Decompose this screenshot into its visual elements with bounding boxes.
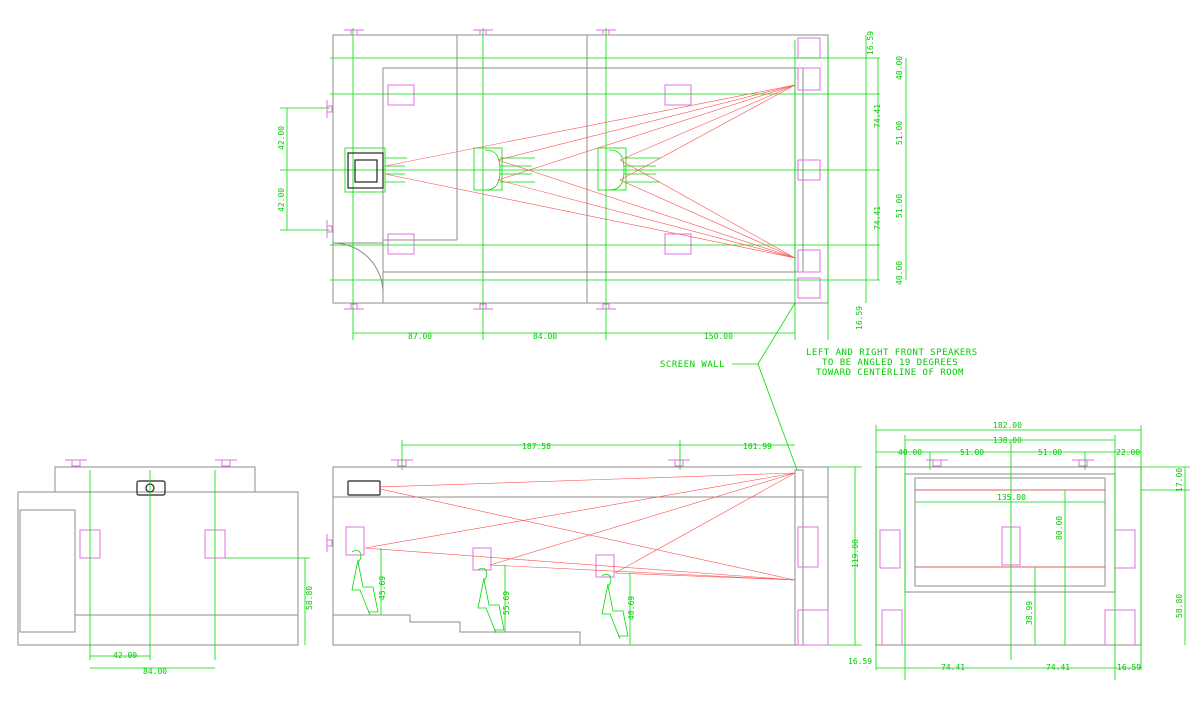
rear-elevation: 42.00 84.00 58.80 <box>17 459 314 676</box>
plan-dim-84: 84.00 <box>533 332 557 341</box>
front-dim-22: 22.00 <box>1116 448 1140 457</box>
front-dim-sill: 38.99 <box>1025 601 1034 625</box>
side-dim-height: 119.00 <box>851 539 860 568</box>
plan-dim-51-top: 51.00 <box>895 121 904 145</box>
front-dim-138: 138.00 <box>993 436 1022 445</box>
front-dim-bottom-right: 74.41 <box>1046 663 1070 672</box>
rear-dim-height: 58.80 <box>305 586 314 610</box>
plan-dim-40-top: 40.00 <box>895 56 904 80</box>
plan-dim-right-bottom: 16.59 <box>855 306 864 330</box>
front-elevation: 182.00 138.00 40.00 51.00 51.00 22.00 17… <box>848 421 1190 680</box>
front-dim-182: 182.00 <box>993 421 1022 430</box>
side-dim-top-small: 101.99 <box>743 442 772 451</box>
front-dim-side: 58.80 <box>1175 594 1184 618</box>
front-dim-17: 17.00 <box>1175 468 1184 492</box>
speaker-note-line-2: TO BE ANGLED 19 DEGREES <box>822 358 958 368</box>
plan-dim-left-top: 42.00 <box>277 126 286 150</box>
front-dim-screen-width: 135.00 <box>997 493 1026 502</box>
rear-dim-84: 84.00 <box>143 667 167 676</box>
front-dim-screen-height: 80.00 <box>1055 516 1064 540</box>
speaker-note-line-1: LEFT AND RIGHT FRONT SPEAKERS <box>806 348 978 358</box>
front-dim-corner-right: 16.59 <box>1117 663 1141 672</box>
side-dim-top: 187.58 <box>522 442 551 451</box>
plan-dim-left-bottom: 42.00 <box>277 188 286 212</box>
plan-dim-74-top: 74.41 <box>873 104 882 128</box>
speaker-note-line-3: TOWARD CENTERLINE OF ROOM <box>816 368 964 378</box>
screen-wall-label: SCREEN WALL <box>660 360 725 370</box>
side-section: 187.58 101.99 119.00 45.69 55.69 40.69 <box>326 440 862 646</box>
plan-dim-right-top: 16.59 <box>866 31 875 55</box>
plan-dim-87: 87.00 <box>408 332 432 341</box>
front-dim-40: 40.00 <box>898 448 922 457</box>
side-eye-3: 40.69 <box>627 596 636 620</box>
plan-dim-51-bottom: 51.00 <box>895 194 904 218</box>
annotations: SCREEN WALL LEFT AND RIGHT FRONT SPEAKER… <box>660 302 978 471</box>
plan-dim-74-bottom: 74.41 <box>873 206 882 230</box>
plan-dim-150: 150.00 <box>704 332 733 341</box>
plan-dim-40-bottom: 40.00 <box>895 261 904 285</box>
front-dim-bottom-left: 74.41 <box>941 663 965 672</box>
side-eye-2: 55.69 <box>502 591 511 615</box>
rear-dim-42: 42.00 <box>113 651 137 660</box>
side-eye-1: 45.69 <box>378 576 387 600</box>
front-dim-51a: 51.00 <box>960 448 984 457</box>
front-dim-51b: 51.00 <box>1038 448 1062 457</box>
front-dim-corner-left: 16.59 <box>848 657 872 666</box>
plan-view: 87.00 84.00 150.00 42.00 42.00 16.59 16.… <box>277 28 907 341</box>
